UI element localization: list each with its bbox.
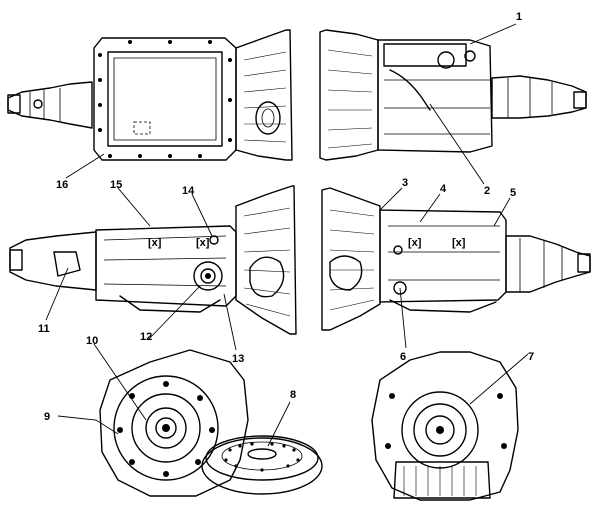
callout-14: 14 (182, 185, 195, 197)
callout-9: 9 (44, 411, 50, 423)
view-front-pump (371, 351, 519, 501)
callout-8: 8 (290, 389, 296, 401)
callout-16: 16 (56, 179, 68, 191)
callout-4: 4 (440, 183, 447, 195)
view-left-side: [x] [x] (9, 185, 297, 335)
view-front-converter (99, 349, 323, 497)
marker-d: [x] (452, 237, 466, 249)
callout-6: 6 (400, 351, 406, 363)
marker-c: [x] (408, 237, 422, 249)
callout-10: 10 (86, 335, 98, 347)
callout-3: 3 (402, 177, 408, 189)
leader-lines (45, 23, 529, 447)
callout-5: 5 (510, 187, 516, 199)
callout-11: 11 (38, 323, 50, 335)
callout-2: 2 (484, 185, 490, 197)
callout-1: 1 (516, 11, 522, 23)
callout-13: 13 (232, 353, 244, 365)
marker-a: [x] (148, 237, 162, 249)
view-right-side-rear: [x] [x] (321, 187, 591, 331)
marker-b: [x] (196, 237, 210, 249)
view-bottom-pan (7, 29, 293, 161)
view-right-side (319, 29, 587, 161)
callout-15: 15 (110, 179, 122, 191)
callout-7: 7 (528, 351, 534, 363)
callout-12: 12 (140, 331, 152, 343)
callout-numbers: 1 2 3 4 5 6 7 8 9 10 11 12 13 14 15 16 (38, 11, 534, 423)
